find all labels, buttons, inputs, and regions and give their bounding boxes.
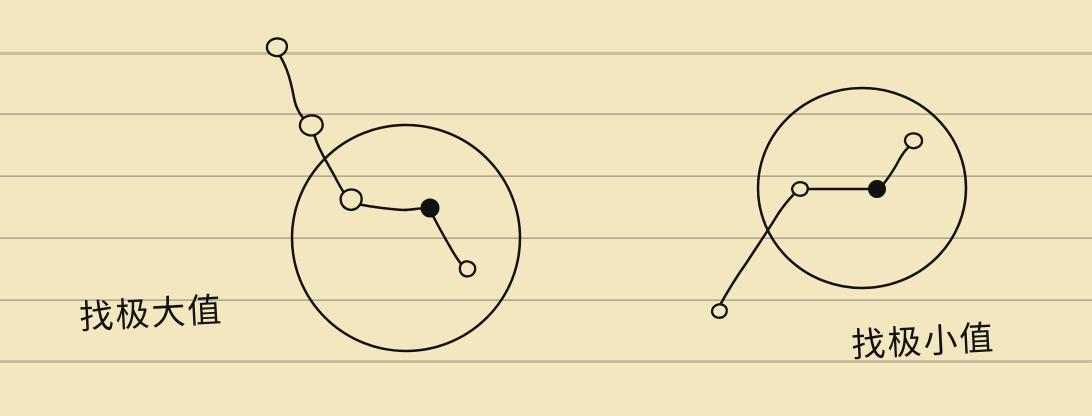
right-trajectory-upper [880, 144, 912, 188]
right-min-point [868, 180, 886, 198]
left-caption: 找极大值 [78, 290, 225, 338]
ruled-lines [0, 53, 1092, 362]
left-max-point [420, 198, 440, 218]
left-trajectory-upper [274, 48, 311, 126]
left-trajectory-to-max [355, 202, 430, 212]
left-diagram [265, 37, 522, 353]
left-point-4 [458, 260, 477, 278]
right-trajectory-lower [717, 190, 798, 309]
left-point-1 [265, 37, 289, 58]
left-point-3 [339, 188, 363, 211]
left-point-2 [298, 114, 324, 137]
left-trajectory-lower [428, 208, 468, 270]
left-search-circle [290, 123, 522, 353]
right-point-3 [903, 132, 924, 150]
right-point-2 [790, 181, 809, 197]
right-caption: 找极小值 [850, 318, 997, 366]
right-point-1 [710, 303, 728, 319]
right-search-circle [756, 86, 968, 290]
right-diagram [710, 86, 968, 319]
left-trajectory-middle [312, 132, 348, 198]
